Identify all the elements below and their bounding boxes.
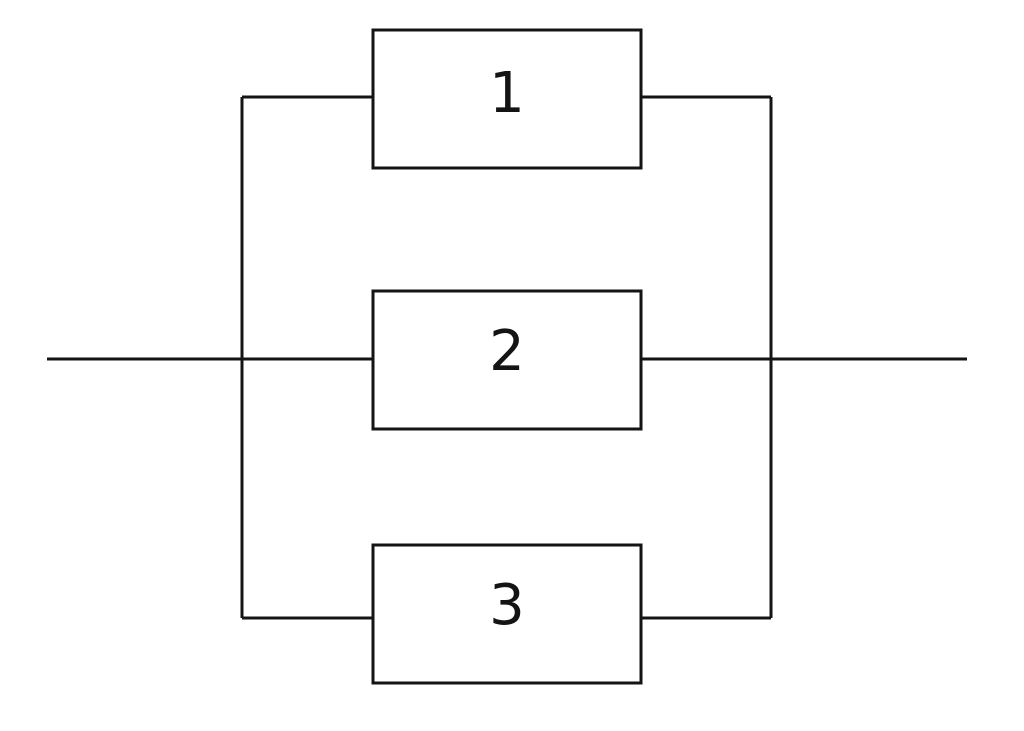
block-1-rect[interactable] <box>371 28 643 170</box>
block-2-label: 2 <box>489 319 525 384</box>
block-3-label: 3 <box>489 573 525 638</box>
block-3-rect[interactable] <box>371 543 643 685</box>
block-1-label: 1 <box>489 61 525 126</box>
block-2-rect[interactable] <box>371 289 643 431</box>
